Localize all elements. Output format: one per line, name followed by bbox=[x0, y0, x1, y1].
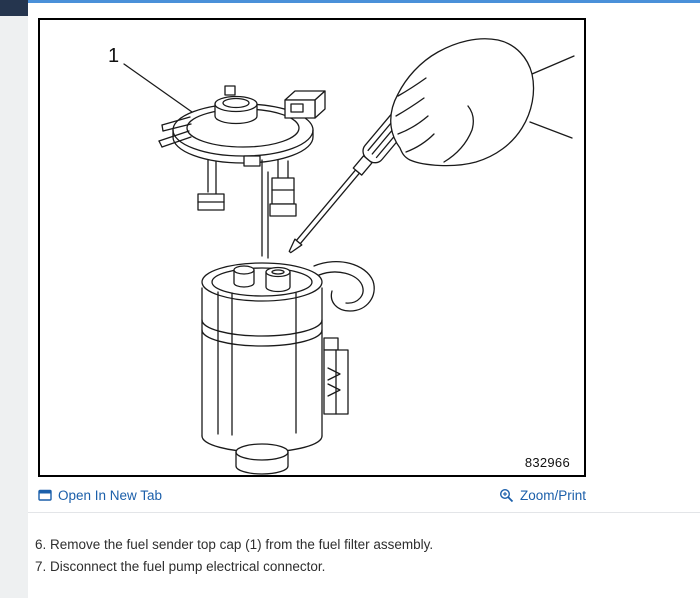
zoom-print-label: Zoom/Print bbox=[519, 487, 586, 503]
open-in-new-tab-icon bbox=[38, 489, 52, 501]
toolbar-divider bbox=[28, 512, 700, 513]
fuel-module-diagram: 1 bbox=[108, 38, 575, 475]
zoom-print-link[interactable]: Zoom/Print bbox=[499, 488, 586, 503]
callout-1: 1 bbox=[108, 45, 193, 113]
figure-toolbar: Open In New Tab Zoom/Print bbox=[38, 481, 586, 509]
instruction-list: 6. Remove the fuel sender top cap (1) fr… bbox=[35, 534, 433, 577]
diagram-frame: 1 832966 bbox=[38, 18, 586, 477]
open-in-new-tab-label: Open In New Tab bbox=[58, 487, 163, 503]
top-left-header-fragment bbox=[0, 0, 28, 16]
zoom-icon bbox=[499, 488, 514, 502]
callout-1-label: 1 bbox=[108, 45, 119, 67]
top-accent-bar bbox=[0, 0, 700, 3]
figure-number: 832966 bbox=[524, 455, 570, 470]
hand bbox=[390, 38, 575, 167]
instruction-step-7: 7. Disconnect the fuel pump electrical c… bbox=[35, 558, 326, 574]
fuel-sender-top-cap bbox=[158, 85, 326, 217]
instruction-step-6: 6. Remove the fuel sender top cap (1) fr… bbox=[35, 537, 434, 552]
open-in-new-tab-link[interactable]: Open In New Tab bbox=[38, 488, 162, 503]
left-gutter bbox=[0, 16, 28, 598]
fuel-filter-reservoir bbox=[201, 261, 375, 475]
sender-rod bbox=[261, 159, 269, 259]
